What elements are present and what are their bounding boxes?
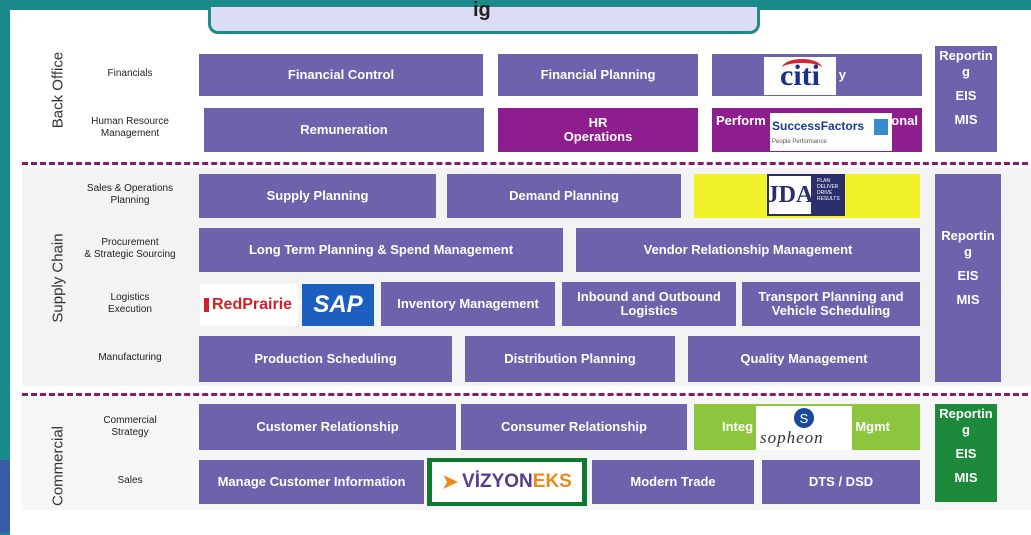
financial-planning-box: Financial Planning [498, 54, 698, 96]
sap-logo: e SAP [294, 284, 374, 326]
treasury-box-suffix: y [838, 67, 846, 82]
production-scheduling-box: Production Scheduling [199, 336, 452, 382]
reporting-label: Reportin g [939, 48, 993, 79]
integ-left-text: Integ [722, 419, 754, 434]
reporting-panel-supply-chain: Reportin g EIS MIS [935, 174, 1001, 382]
row-label-sop: Sales & Operations Planning [86, 183, 174, 206]
financial-control-box: Financial Control [199, 54, 483, 96]
row-label-commercial-strategy: Commercial Strategy [103, 415, 157, 438]
long-term-planning-box: Long Term Planning & Spend Management [199, 228, 563, 272]
mis-label: MIS [954, 112, 978, 127]
vizyon-text: VİZYON [462, 471, 533, 492]
successfactors-tagline: People Performance [772, 139, 827, 145]
header-tab: ig [208, 0, 760, 34]
reporting-label: Reportin g [939, 406, 993, 437]
divider-2 [22, 393, 1031, 396]
transport-planning-box: Transport Planning and Vehicle Schedulin… [742, 282, 920, 326]
mis-label: MIS [956, 292, 980, 307]
eis-label: EIS [955, 446, 977, 461]
hr-operations-box: HR Operations [498, 108, 698, 152]
redprairie-bar [204, 298, 209, 312]
vendor-relationship-box: Vendor Relationship Management [576, 228, 920, 272]
eks-text: EKS [532, 471, 572, 492]
row-label-manufacturing: Manufacturing [98, 352, 162, 363]
modern-trade-box: Modern Trade [592, 460, 754, 504]
eis-label: EIS [955, 88, 977, 103]
integ-right-text: Mgmt [855, 419, 890, 434]
row-label-procurement: Procurement & Strategic Sourcing [84, 237, 176, 260]
jda-logo: JDA PLAN DELIVER DRIVE RESULTS [767, 174, 845, 216]
inbound-outbound-box: Inbound and Outbound Logistics [562, 282, 736, 326]
performance-left-text: Perform [716, 113, 766, 128]
inventory-management-box: Inventory Management [381, 282, 555, 326]
successfactors-logo-text: SuccessFactors [772, 119, 865, 133]
reporting-panel-commercial: Reportin g EIS MIS [935, 404, 997, 502]
redprairie-logo-text: RedPrairie [212, 296, 293, 313]
vizyoneks-logo: ➤ VİZYON EKS [432, 462, 582, 502]
section-label-supply-chain: Supply Chain [49, 233, 67, 323]
remuneration-box: Remuneration [204, 108, 484, 152]
successfactors-logo: SuccessFactors People Performance [770, 113, 892, 151]
sap-prefix: e [294, 294, 302, 310]
left-edge-stub [0, 460, 10, 533]
supply-planning-box: Supply Planning [199, 174, 436, 218]
divider-1 [22, 162, 1031, 165]
sopheon-globe-icon: S [794, 408, 814, 428]
jda-logo-text: JDA [767, 174, 813, 216]
sopheon-logo: S sopheon [756, 406, 852, 450]
quality-management-box: Quality Management [688, 336, 920, 382]
consumer-relationship-box: Consumer Relationship [461, 404, 687, 450]
citi-arc [782, 59, 822, 77]
distribution-planning-box: Distribution Planning [465, 336, 675, 382]
header-fragment: ig [473, 0, 491, 21]
row-label-logistics: Logistics Execution [108, 292, 152, 315]
reporting-panel-back-office: Reportin g EIS MIS [935, 46, 997, 152]
citi-logo: citi [764, 57, 836, 95]
redprairie-logo: RedPrairie [200, 284, 298, 326]
demand-planning-box: Demand Planning [447, 174, 681, 218]
row-label-hr: Human Resource Management [91, 116, 169, 139]
row-label-financials: Financials [107, 68, 153, 79]
reporting-label: Reportin g [941, 228, 995, 259]
mis-label: MIS [954, 470, 978, 485]
vizyoneks-arrow-icon: ➤ [442, 471, 459, 493]
eis-label: EIS [957, 268, 979, 283]
successfactors-icon [874, 119, 888, 135]
sap-logo-text: SAP [313, 291, 363, 318]
manage-customer-info-box: Manage Customer Information [199, 460, 424, 504]
row-label-sales: Sales [117, 475, 143, 486]
section-label-back-office: Back Office [49, 51, 67, 129]
dts-dsd-box: DTS / DSD [762, 460, 920, 504]
jda-tagline: PLAN DELIVER DRIVE RESULTS [817, 178, 840, 202]
sopheon-logo-text: sopheon [760, 428, 824, 447]
customer-relationship-box: Customer Relationship [199, 404, 456, 450]
section-label-commercial: Commercial [49, 425, 67, 507]
